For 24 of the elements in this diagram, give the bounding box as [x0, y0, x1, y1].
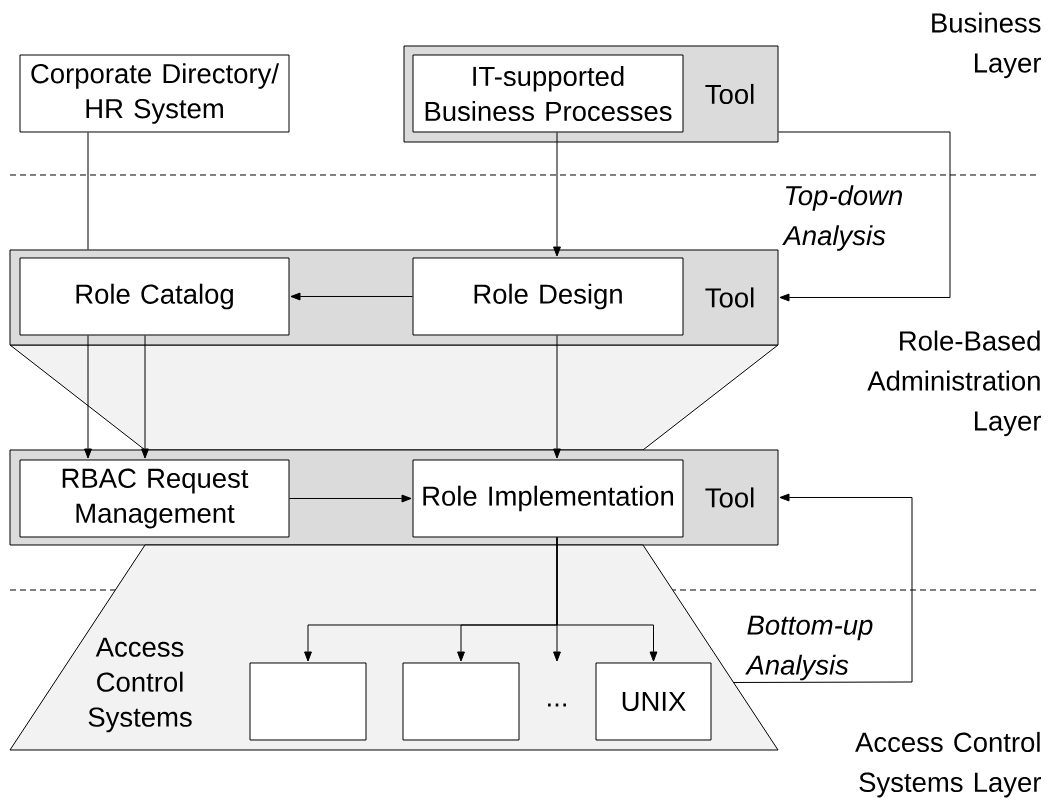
arrow — [141, 335, 149, 459]
ellipsis-text: ... — [548, 703, 566, 707]
process-box: UNIX — [595, 662, 712, 741]
process-box: IT-supported Business Processes — [412, 54, 684, 133]
arrow — [289, 494, 412, 503]
layer-label: Business Layer — [932, 12, 1042, 79]
arrow — [778, 131, 951, 302]
layer-label: Access Control Systems Layer — [855, 731, 1042, 798]
process-box: RBAC Request Management — [19, 459, 290, 538]
process-box: Corporate Directory/ HR System — [19, 54, 290, 133]
arrow — [733, 493, 913, 683]
system-box — [402, 662, 520, 741]
layer-label: Role-Based Administration Layer — [867, 330, 1042, 437]
process-box: Role Implementation — [412, 459, 684, 538]
annotation-text: Top-down Analysis — [782, 185, 902, 251]
arrow — [290, 292, 413, 301]
arrow — [556, 537, 658, 662]
arrow — [553, 132, 561, 257]
process-box: Role Design — [412, 257, 684, 336]
connector-line — [87, 132, 89, 250]
arrow — [84, 335, 92, 459]
system-box — [249, 662, 367, 741]
process-box: Role Catalog — [19, 257, 290, 336]
arrow — [553, 335, 561, 459]
